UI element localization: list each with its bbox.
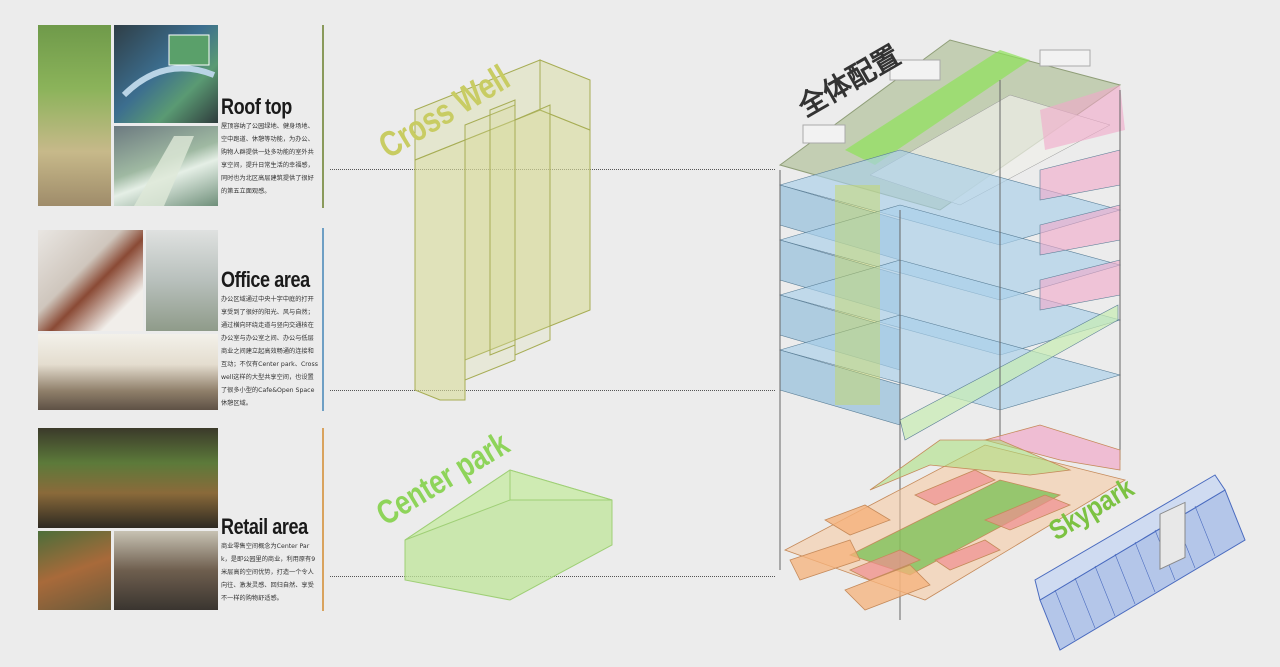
- roof-top-accent-bar: [322, 25, 324, 208]
- center-park-volume: [404, 469, 613, 601]
- office-area-photos: [38, 230, 218, 410]
- office-area-title: Office area: [221, 267, 310, 292]
- retail-area-accent-bar: [322, 428, 324, 611]
- office-area-description: 办公区域通过中央十字中庭的打开享受到了很好的阳光、风与自然；通过横向环绕走道与竖…: [221, 296, 318, 407]
- office-photo-workspace: [38, 334, 218, 410]
- retail-podium: [784, 424, 1127, 611]
- skypark-structure: [1034, 474, 1246, 651]
- office-photo-lounge: [146, 230, 218, 331]
- retail-photo-market: [114, 531, 218, 610]
- office-floors: [778, 149, 1122, 441]
- roof-top-photo-aerial: [114, 126, 218, 206]
- roof-top-description: 屋顶容纳了公园绿地、健身场地、空中跑道、休憩等功能，为办公、购物人群提供一处多功…: [221, 123, 314, 195]
- connector-office-area: [330, 390, 775, 391]
- retail-area-title: Retail area: [221, 514, 308, 539]
- retail-area-description: 商业零售空间概念为Center Park，是即公园里的商业，利用原有9米层高的空…: [221, 543, 316, 602]
- retail-photo-flowers: [38, 531, 111, 610]
- office-photo-stair: [38, 230, 143, 331]
- office-area-accent-bar: [322, 228, 324, 411]
- retail-photo-plants: [38, 428, 218, 528]
- cross-well-volume: [414, 59, 591, 401]
- roof-top-title: Roof top: [221, 94, 292, 119]
- roof-top-photos: [38, 25, 218, 206]
- roof-top-photo-court: [114, 25, 218, 123]
- retail-area-photos: [38, 428, 218, 610]
- roof-top-photo-trees: [38, 25, 111, 206]
